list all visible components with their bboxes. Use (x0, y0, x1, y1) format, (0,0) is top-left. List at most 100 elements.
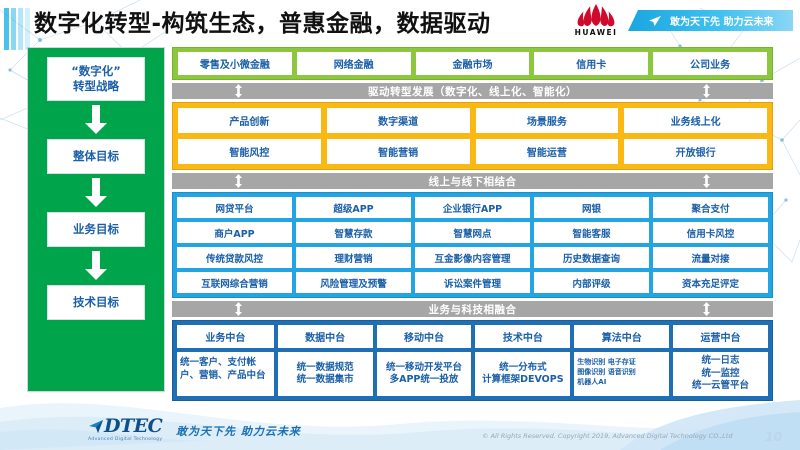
tech-goal-body: 统一分布式 计算框架DEVOPS (475, 352, 571, 396)
business-goal-cell[interactable]: 信用卡风控 (653, 222, 768, 243)
overall-goal-cell[interactable]: 数字渠道 (326, 108, 470, 133)
content-column: 零售及小微金融 网络金融 金融市场 信用卡 公司业务 驱动转型发展（数字化、线上… (172, 47, 773, 401)
strategy-box-overall-goal[interactable]: 整体目标 (47, 139, 145, 174)
strategy-label-2: 业务目标 (73, 222, 119, 236)
strategy-box-business-goal[interactable]: 业务目标 (47, 212, 145, 247)
tech-goal-column: 运营中台 统一日志 统一监控 统一云管平台 (673, 325, 768, 396)
arrow-down-icon-1 (85, 105, 107, 134)
slide-footer: DTEC Advanced Digital Technology 敢为天下先 助… (0, 404, 800, 450)
double-arrow-icon (703, 84, 710, 98)
overall-goal-cell[interactable]: 智能风控 (178, 139, 321, 164)
dtec-tagline: Advanced Digital Technology (88, 437, 163, 442)
strategy-flow-column: “数字化” 转型战略 整体目标 业务目标 技术目标 (27, 47, 165, 392)
tech-goal-header[interactable]: 移动中台 (376, 325, 472, 348)
tech-goal-header[interactable]: 技术中台 (475, 325, 571, 348)
business-line-cell[interactable]: 信用卡 (534, 52, 649, 75)
dtec-triangle-icon (89, 420, 103, 433)
overall-goals-row: 智能风控 智能营销 智能运营 开放银行 (178, 139, 767, 164)
business-goal-cell[interactable]: 企业银行APP (415, 197, 530, 218)
page-number: 10 (765, 430, 782, 444)
double-arrow-icon (703, 302, 710, 316)
divider-business-tech: 业务与科技相融合 (172, 301, 773, 317)
overall-goal-cell[interactable]: 智能运营 (475, 139, 619, 164)
tech-goal-column: 移动中台 统一移动开发平台 多APP统一投放 (376, 325, 472, 396)
business-goal-cell[interactable]: 智慧网点 (415, 222, 530, 243)
overall-goal-cell[interactable]: 业务线上化 (624, 108, 767, 133)
overall-goals-row: 产品创新 数字渠道 场景服务 业务线上化 (178, 108, 767, 133)
tech-goal-header[interactable]: 数据中台 (277, 325, 373, 348)
strategy-label-1: 整体目标 (73, 149, 119, 163)
double-arrow-icon (235, 302, 242, 316)
tech-goal-header[interactable]: 算法中台 (574, 325, 670, 348)
business-goal-cell[interactable]: 网银 (534, 197, 649, 218)
tech-goal-body: 统一数据规范 统一数据集市 (277, 352, 373, 396)
business-goal-cell[interactable]: 内部评级 (534, 272, 649, 293)
business-goal-cell[interactable]: 风险管理及预警 (296, 272, 411, 293)
footer-wave-decoration (0, 400, 800, 450)
arrow-down-icon-3 (85, 251, 107, 280)
business-goals-row: 传统贷款风控 理财营销 互金影像内容管理 历史数据查询 流量对接 (177, 247, 768, 268)
business-goal-cell[interactable]: 网贷平台 (177, 197, 292, 218)
tech-goal-column: 算法中台 生物识别 电子存证 图像识别 语音识别 机器人AI (574, 325, 670, 396)
huawei-logo: HUAWEI (570, 2, 622, 42)
tech-goals-block: 业务中台 统一客户、支付帐户、营销、产品中台 数据中台 统一数据规范 统一数据集… (172, 320, 773, 401)
business-goals-row: 互联网综合营销 风险管理及预警 诉讼案件管理 内部评级 资本充足评定 (177, 272, 768, 293)
slide-body: “数字化” 转型战略 整体目标 业务目标 技术目标 零售及小微金融 网络金融 金… (0, 44, 800, 404)
tech-goal-body: 统一移动开发平台 多APP统一投放 (376, 352, 472, 396)
strategy-box-digital-transformation[interactable]: “数字化” 转型战略 (47, 57, 145, 101)
tech-goal-column: 业务中台 统一客户、支付帐户、营销、产品中台 (177, 325, 274, 396)
business-goal-cell[interactable]: 诉讼案件管理 (415, 272, 530, 293)
tech-goal-body: 统一客户、支付帐户、营销、产品中台 (177, 352, 274, 396)
page-title: 数字化转型-构筑生态，普惠金融，数据驱动 (34, 11, 491, 37)
dtec-logo: DTEC Advanced Digital Technology (88, 415, 168, 443)
tech-goal-header[interactable]: 业务中台 (177, 325, 274, 348)
divider-label: 驱动转型发展（数字化、线上化、智能化） (368, 85, 577, 98)
business-goal-cell[interactable]: 商户APP (177, 222, 292, 243)
overall-goal-cell[interactable]: 智能营销 (326, 139, 470, 164)
strategy-box-tech-goal[interactable]: 技术目标 (47, 285, 145, 320)
strategy-label-0: “数字化” 转型战略 (71, 64, 121, 93)
overall-goal-cell[interactable]: 产品创新 (178, 108, 321, 133)
business-goal-cell[interactable]: 资本充足评定 (653, 272, 768, 293)
banner-slogan-text: 敢为天下先 助力云未来 (670, 17, 774, 28)
business-goal-cell[interactable]: 流量对接 (653, 247, 768, 268)
tech-goal-column: 技术中台 统一分布式 计算框架DEVOPS (475, 325, 571, 396)
paper-plane-icon (649, 15, 661, 26)
business-goal-cell[interactable]: 智能客服 (534, 222, 649, 243)
business-goal-cell[interactable]: 传统贷款风控 (177, 247, 292, 268)
double-arrow-icon (703, 174, 710, 188)
business-goals-block: 网贷平台 超级APP 企业银行APP 网银 聚合支付 商户APP 智慧存款 智慧… (172, 192, 773, 298)
tech-goal-header[interactable]: 运营中台 (673, 325, 768, 348)
copyright-text: © All Rights Reserved. Copyright 2019, A… (482, 432, 733, 440)
double-arrow-icon (235, 174, 242, 188)
double-arrow-icon (235, 84, 242, 98)
slide-header: 数字化转型-构筑生态，普惠金融，数据驱动 HUAWEI 敢为天下先 助力云未来 (0, 0, 800, 50)
business-goal-cell[interactable]: 智慧存款 (296, 222, 411, 243)
decorative-stripes (4, 8, 30, 50)
divider-label: 业务与科技相融合 (428, 303, 517, 316)
business-goal-cell[interactable]: 互金影像内容管理 (415, 247, 530, 268)
footer-slogan: 敢为天下先 助力云未来 (176, 425, 301, 438)
business-line-cell[interactable]: 公司业务 (653, 52, 767, 75)
dtec-wordmark: DTEC (104, 415, 163, 437)
tech-goal-column: 数据中台 统一数据规范 统一数据集市 (277, 325, 373, 396)
overall-goal-cell[interactable]: 场景服务 (475, 108, 619, 133)
business-goal-cell[interactable]: 理财营销 (296, 247, 411, 268)
business-goal-cell[interactable]: 超级APP (296, 197, 411, 218)
business-goals-row: 商户APP 智慧存款 智慧网点 智能客服 信用卡风控 (177, 222, 768, 243)
business-line-cell[interactable]: 零售及小微金融 (178, 52, 292, 75)
strategy-label-3: 技术目标 (73, 295, 119, 309)
business-goal-cell[interactable]: 互联网综合营销 (177, 272, 292, 293)
business-goal-cell[interactable]: 历史数据查询 (534, 247, 649, 268)
huawei-wordmark: HUAWEI (574, 28, 618, 37)
divider-label: 线上与线下相结合 (428, 175, 517, 188)
business-line-cell[interactable]: 金融市场 (415, 52, 530, 75)
business-goal-cell[interactable]: 聚合支付 (653, 197, 768, 218)
divider-online-offline: 线上与线下相结合 (172, 173, 773, 189)
overall-goal-cell[interactable]: 开放银行 (624, 139, 767, 164)
divider-drive-transformation: 驱动转型发展（数字化、线上化、智能化） (172, 83, 773, 99)
huawei-flower-icon (577, 4, 615, 27)
arrow-down-icon-2 (85, 178, 107, 207)
business-line-cell[interactable]: 网络金融 (296, 52, 411, 75)
overall-goals-block: 产品创新 数字渠道 场景服务 业务线上化 智能风控 智能营销 智能运营 开放银行 (172, 102, 773, 170)
